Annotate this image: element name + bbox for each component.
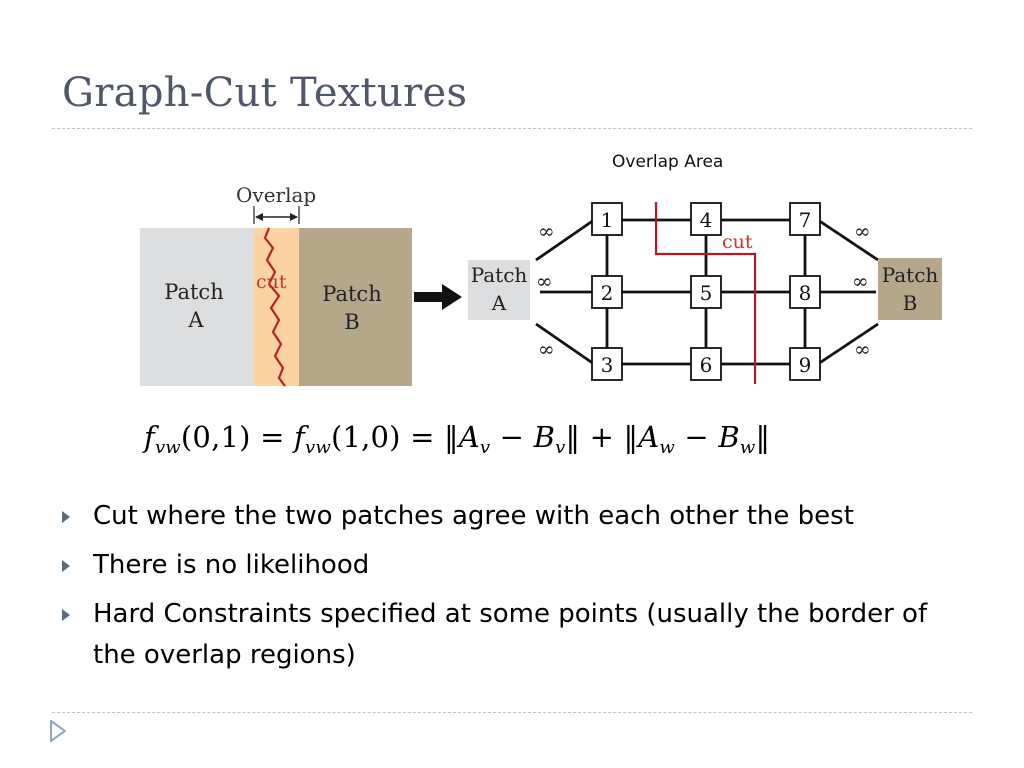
node-2-label: 2 bbox=[601, 281, 614, 305]
node-1-label: 1 bbox=[601, 208, 614, 232]
node-9-label: 9 bbox=[799, 353, 812, 377]
footer-divider bbox=[52, 712, 972, 713]
bullet-triangle-icon bbox=[62, 609, 70, 621]
node-6-box bbox=[690, 347, 722, 381]
graph-cut-line bbox=[654, 202, 757, 384]
transform-arrow bbox=[414, 284, 462, 310]
node-5-label: 5 bbox=[700, 281, 713, 305]
arrow-shaft bbox=[414, 292, 444, 302]
graph-patch-b-letter: B bbox=[903, 291, 918, 315]
bullet-item: Cut where the two patches agree with eac… bbox=[62, 496, 962, 537]
edge-a-1 bbox=[535, 218, 595, 262]
eq-b-v: B bbox=[533, 420, 556, 454]
node-8-label: 8 bbox=[799, 281, 812, 305]
eq-sub-w-2: w bbox=[739, 437, 756, 458]
eq-b-w: B bbox=[718, 420, 740, 454]
eq-sub-w-1: w bbox=[659, 437, 676, 458]
eq-minus-1: − bbox=[490, 420, 534, 454]
eq-args-10: (1,0) = ‖ bbox=[330, 420, 459, 454]
node-1-box bbox=[591, 202, 623, 236]
patch-b-label: Patch bbox=[322, 282, 381, 306]
node-3-label: 3 bbox=[601, 353, 614, 377]
eq-a-v: A bbox=[458, 420, 480, 454]
infinity-label-b1: ∞ bbox=[854, 219, 871, 243]
overlap-area-label: Overlap Area bbox=[612, 152, 724, 172]
cut-label: cut bbox=[256, 271, 287, 293]
graph-patch-b bbox=[878, 258, 942, 320]
patch-a-letter: A bbox=[187, 308, 204, 332]
infinity-label-a2: ∞ bbox=[536, 269, 553, 293]
arrow-head bbox=[442, 284, 462, 310]
infinity-label-a1: ∞ bbox=[538, 219, 555, 243]
node-7-box bbox=[789, 202, 821, 236]
node-2-box bbox=[591, 275, 623, 309]
patch-a-region bbox=[140, 228, 254, 386]
graph-cut-diagram: cut Patch A Patch B ∞ ∞ ∞ ∞ ∞ ∞ 1 4 7 2 … bbox=[468, 202, 942, 384]
cut-curve bbox=[263, 227, 286, 387]
eq-f-1: f bbox=[144, 420, 155, 454]
edge-9-b bbox=[817, 322, 879, 366]
edge-7-b bbox=[817, 218, 879, 262]
graph-cut-label: cut bbox=[722, 231, 753, 253]
infinity-label-a3: ∞ bbox=[538, 337, 555, 361]
infinity-label-b2: ∞ bbox=[852, 269, 869, 293]
graph-patch-a-letter: A bbox=[491, 291, 507, 315]
bullet-text: Cut where the two patches agree with eac… bbox=[93, 501, 854, 531]
graph-patch-a bbox=[468, 260, 530, 320]
bullet-text: There is no likelihood bbox=[93, 550, 370, 580]
node-4-box bbox=[690, 202, 722, 236]
patch-b-region bbox=[299, 228, 412, 386]
bullet-item: There is no likelihood bbox=[62, 545, 962, 586]
edge-a-3 bbox=[535, 322, 595, 366]
bullet-triangle-icon bbox=[62, 511, 70, 523]
node-7-label: 7 bbox=[799, 208, 812, 232]
bullet-list: Cut where the two patches agree with eac… bbox=[62, 496, 962, 684]
slide-title: Graph-Cut Textures bbox=[62, 70, 468, 116]
title-divider bbox=[52, 128, 972, 129]
eq-sub-v-2: v bbox=[555, 437, 566, 458]
node-5-box bbox=[690, 275, 722, 309]
bullet-item: Hard Constraints specified at some point… bbox=[62, 594, 962, 676]
eq-sub-v-1: v bbox=[479, 437, 491, 458]
eq-a-w: A bbox=[638, 420, 660, 454]
eq-sub-vw-1: vw bbox=[154, 437, 181, 458]
bullet-text: Hard Constraints specified at some point… bbox=[93, 599, 928, 670]
graph-patch-b-label: Patch bbox=[882, 263, 939, 287]
eq-f-2: f bbox=[294, 420, 305, 454]
infinity-label-b3: ∞ bbox=[854, 337, 871, 361]
node-6-label: 6 bbox=[700, 353, 713, 377]
energy-equation: fvw(0,1) = fvw(1,0) = ‖Av − Bv‖ + ‖Aw − … bbox=[144, 420, 771, 457]
overlap-label: Overlap bbox=[236, 183, 316, 207]
eq-end: ‖ bbox=[755, 420, 771, 454]
eq-sub-vw-2: vw bbox=[304, 437, 331, 458]
eq-args-01: (0,1) = bbox=[180, 420, 295, 454]
node-4-label: 4 bbox=[700, 208, 713, 232]
overlap-arrowhead-left bbox=[255, 213, 263, 221]
eq-mid: ‖ + ‖ bbox=[565, 420, 639, 454]
overlap-arrowhead-right bbox=[290, 213, 298, 221]
patch-a-label: Patch bbox=[164, 280, 223, 304]
graph-patch-a-label: Patch bbox=[471, 263, 528, 287]
node-9-box bbox=[789, 347, 821, 381]
bullet-triangle-icon bbox=[62, 560, 70, 572]
node-3-box bbox=[591, 347, 623, 381]
node-8-box bbox=[789, 275, 821, 309]
patch-overlap-diagram: Overlap cut Patch A Patch B bbox=[140, 183, 412, 387]
eq-minus-2: − bbox=[675, 420, 719, 454]
next-slide-arrow-icon[interactable] bbox=[50, 720, 66, 742]
overlap-region bbox=[254, 228, 299, 386]
patch-b-letter: B bbox=[344, 310, 359, 334]
